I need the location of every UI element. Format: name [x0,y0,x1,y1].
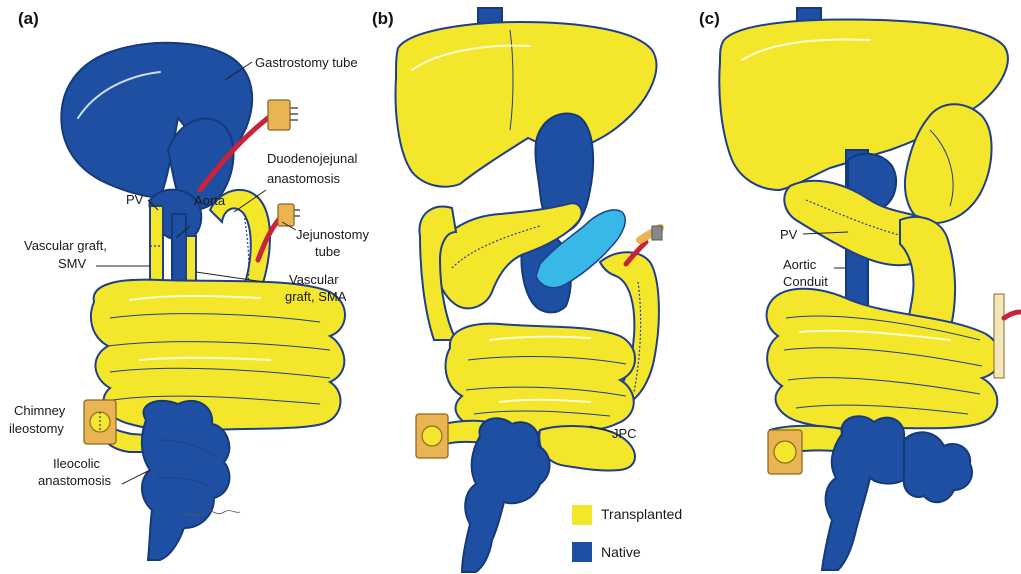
jejunostomy-tube-port [278,204,294,226]
label-aorta-a: Aorta [194,193,226,208]
native-colon-a [142,401,230,560]
label-duodenojejunal-2: anastomosis [267,171,340,186]
transplanted-small-bowel-b [446,324,635,433]
panel-b-label: (b) [372,9,394,28]
legend-swatch-transplanted [572,505,592,525]
panel-a: (a) [9,9,369,560]
label-jpc: JPC [612,426,637,441]
panel-c-label: (c) [699,9,720,28]
panel-c: (c) [699,8,1020,570]
label-pv-a: PV [126,192,144,207]
label-ileocolic-2: anastomosis [38,473,111,488]
label-vascular-sma-2: graft, SMA [285,289,347,304]
label-vascular-sma-1: Vascular [289,272,339,287]
legend: Transplanted Native [572,505,682,562]
label-gastrostomy-tube: Gastrostomy tube [255,55,358,70]
label-duodenojejunal-1: Duodenojejunal [267,151,357,166]
label-pv-c: PV [780,227,798,242]
legend-label-transplanted: Transplanted [601,506,682,522]
label-aortic-2: Conduit [783,274,828,289]
label-vascular-smv-2: SMV [58,256,87,271]
label-chimney-1: Chimney [14,403,66,418]
aorta-a [172,214,186,290]
label-jejunostomy-1: Jejunostomy [296,227,369,242]
panel-a-label: (a) [18,9,39,28]
native-colon-haustra-c [904,432,972,502]
label-chimney-2: ileostomy [9,421,64,436]
legend-swatch-native [572,542,592,562]
panel-b: (b) [372,8,682,572]
side-tube-c [994,294,1004,378]
gastrostomy-tube-port [268,100,290,130]
legend-label-native: Native [601,544,641,560]
label-jejunostomy-2: tube [315,244,340,259]
label-aortic-1: Aortic [783,257,817,272]
label-ileocolic-1: Ileocolic [53,456,100,471]
label-vascular-smv-1: Vascular graft, [24,238,107,253]
vascular-graft-smv [150,206,163,290]
